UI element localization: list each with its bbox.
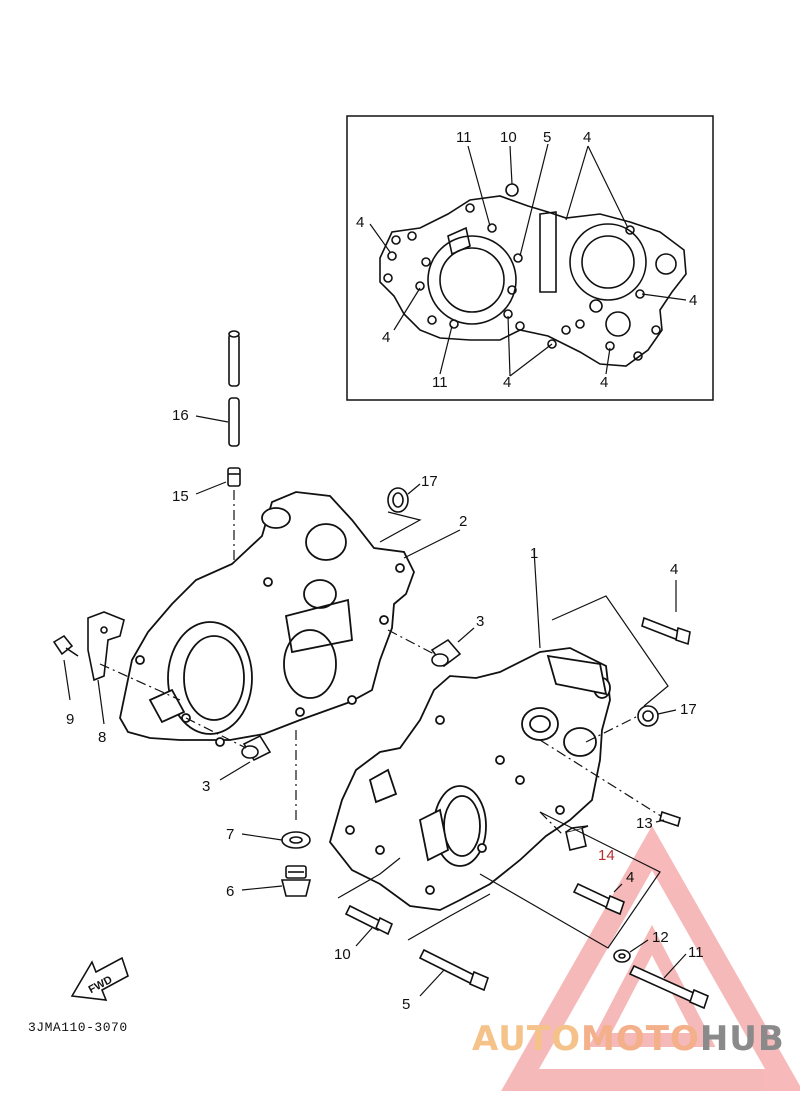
inset-label-4-lowerleft: 4 [382,329,391,346]
part-label-17-upper: 17 [421,473,438,490]
part-7-washer [281,831,311,849]
fwd-arrow-icon [70,956,129,1001]
part-label-6: 6 [226,883,235,900]
part-label-16: 16 [172,407,189,424]
part-17-seal-lower [637,705,659,727]
inset-leader-lines [369,143,687,377]
part-label-8: 8 [98,729,107,746]
watermark-hub: HUB [699,1019,785,1059]
part-1-right-crankcase [329,647,611,911]
watermark-auto: AUTO [472,1019,581,1059]
part-4-bolt-upper [641,616,691,646]
inset-label-4-left: 4 [356,214,365,231]
part-label-3-upper: 3 [476,613,485,630]
inset-label-10-top: 10 [500,129,517,146]
part-label-3-lower: 3 [202,778,211,795]
part-label-5: 5 [402,996,411,1013]
part-2-left-crankcase [119,491,415,747]
inset-label-5-top: 5 [543,129,552,146]
part-6-drain-plug [280,865,312,897]
part-9-bolt [52,634,79,657]
part-label-13: 13 [636,815,653,832]
part-17-seal-upper [387,487,409,513]
part-14-block [565,825,589,851]
inset-label-11-bottom: 11 [432,374,448,391]
part-5-long-bolt [418,948,489,992]
part-3-dowel-lower [241,734,272,762]
part-12-washer [613,949,631,963]
part-label-2: 2 [459,513,468,530]
part-15-fitting [227,467,241,487]
part-label-15: 15 [172,488,189,505]
part-13-screw [659,810,681,828]
part-11-bolt [628,964,709,1010]
inset-label-4-bottom-right: 4 [600,374,609,391]
watermark-moto: MOTO [580,1019,700,1059]
part-label-12: 12 [652,929,669,946]
inset-crankcase-drawing [379,183,687,367]
part-label-9: 9 [66,711,75,728]
part-label-17-lower: 17 [680,701,697,718]
inset-label-4-right: 4 [689,292,698,309]
watermark-logo: AUTOMOTOHUB [472,1022,785,1056]
inset-label-4-bottom-mid: 4 [503,374,512,391]
part-3-dowel-upper [430,638,462,668]
inset-box [346,115,714,401]
part-8-bracket [87,611,125,682]
part-label-11: 11 [688,944,704,961]
part-4-bolt-lower [572,882,625,916]
part-label-7: 7 [226,826,235,843]
part-16-dowel-pin [228,330,240,447]
part-label-4-upper: 4 [670,561,679,578]
part-10-bolt [344,904,394,936]
diagram-code: 3JMA110-3070 [28,1020,128,1035]
inset-label-4-top: 4 [583,129,592,146]
part-label-10: 10 [334,946,351,963]
part-label-1: 1 [530,545,539,562]
inset-label-11-top: 11 [456,129,472,146]
part-label-4-lower: 4 [626,869,635,886]
part-label-14: 14 [598,847,615,864]
